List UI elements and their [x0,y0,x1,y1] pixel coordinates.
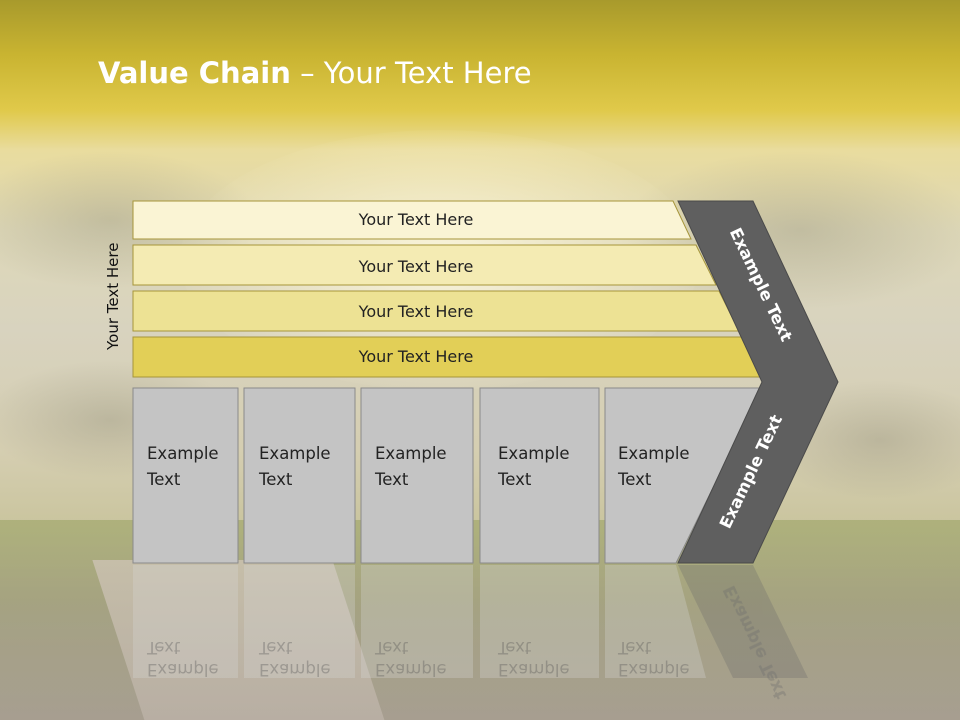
reflection-label: Text [258,638,293,657]
title-rest: – Your Text Here [290,56,532,90]
activity-1-line2: Text [146,470,181,489]
activity-2-line2: Text [258,470,293,489]
activity-2-line1: Example [259,444,331,463]
support-bar-4-label: Your Text Here [358,347,474,366]
support-bar-2-label: Your Text Here [358,257,474,276]
support-bar-3-label: Your Text Here [358,302,474,321]
activity-box-1 [132,387,239,564]
reflection-label: Text [374,638,409,657]
reflection-label: Example [618,660,690,679]
activity-box-5 [604,387,763,564]
margin-chevron [677,200,839,564]
title-bold: Value Chain [98,56,291,90]
activity-3-line2: Text [374,470,409,489]
reflection [133,565,808,678]
activity-3-line1: Example [375,444,447,463]
reflection-label: Text [617,638,652,657]
activity-4-line1: Example [498,444,570,463]
reflection-label: Example [259,660,331,679]
activity-5-line2: Text [617,470,652,489]
reflection-label: Text [146,638,181,657]
support-bar-2 [132,244,717,286]
activity-box-2 [243,387,356,564]
reflection-label: Example [498,660,570,679]
activity-5-line1: Example [618,444,690,463]
reflection-label: Example [375,660,447,679]
support-bar-1 [132,200,692,240]
support-bar-1-label: Your Text Here [358,210,474,229]
activity-4-line2: Text [497,470,532,489]
reflection-label: Example [147,660,219,679]
activity-box-4 [479,387,600,564]
activity-box-3 [360,387,474,564]
activity-1-line1: Example [147,444,219,463]
slide-title: Value Chain – Your Text Here [98,56,532,90]
reflection-label: Text [497,638,532,657]
